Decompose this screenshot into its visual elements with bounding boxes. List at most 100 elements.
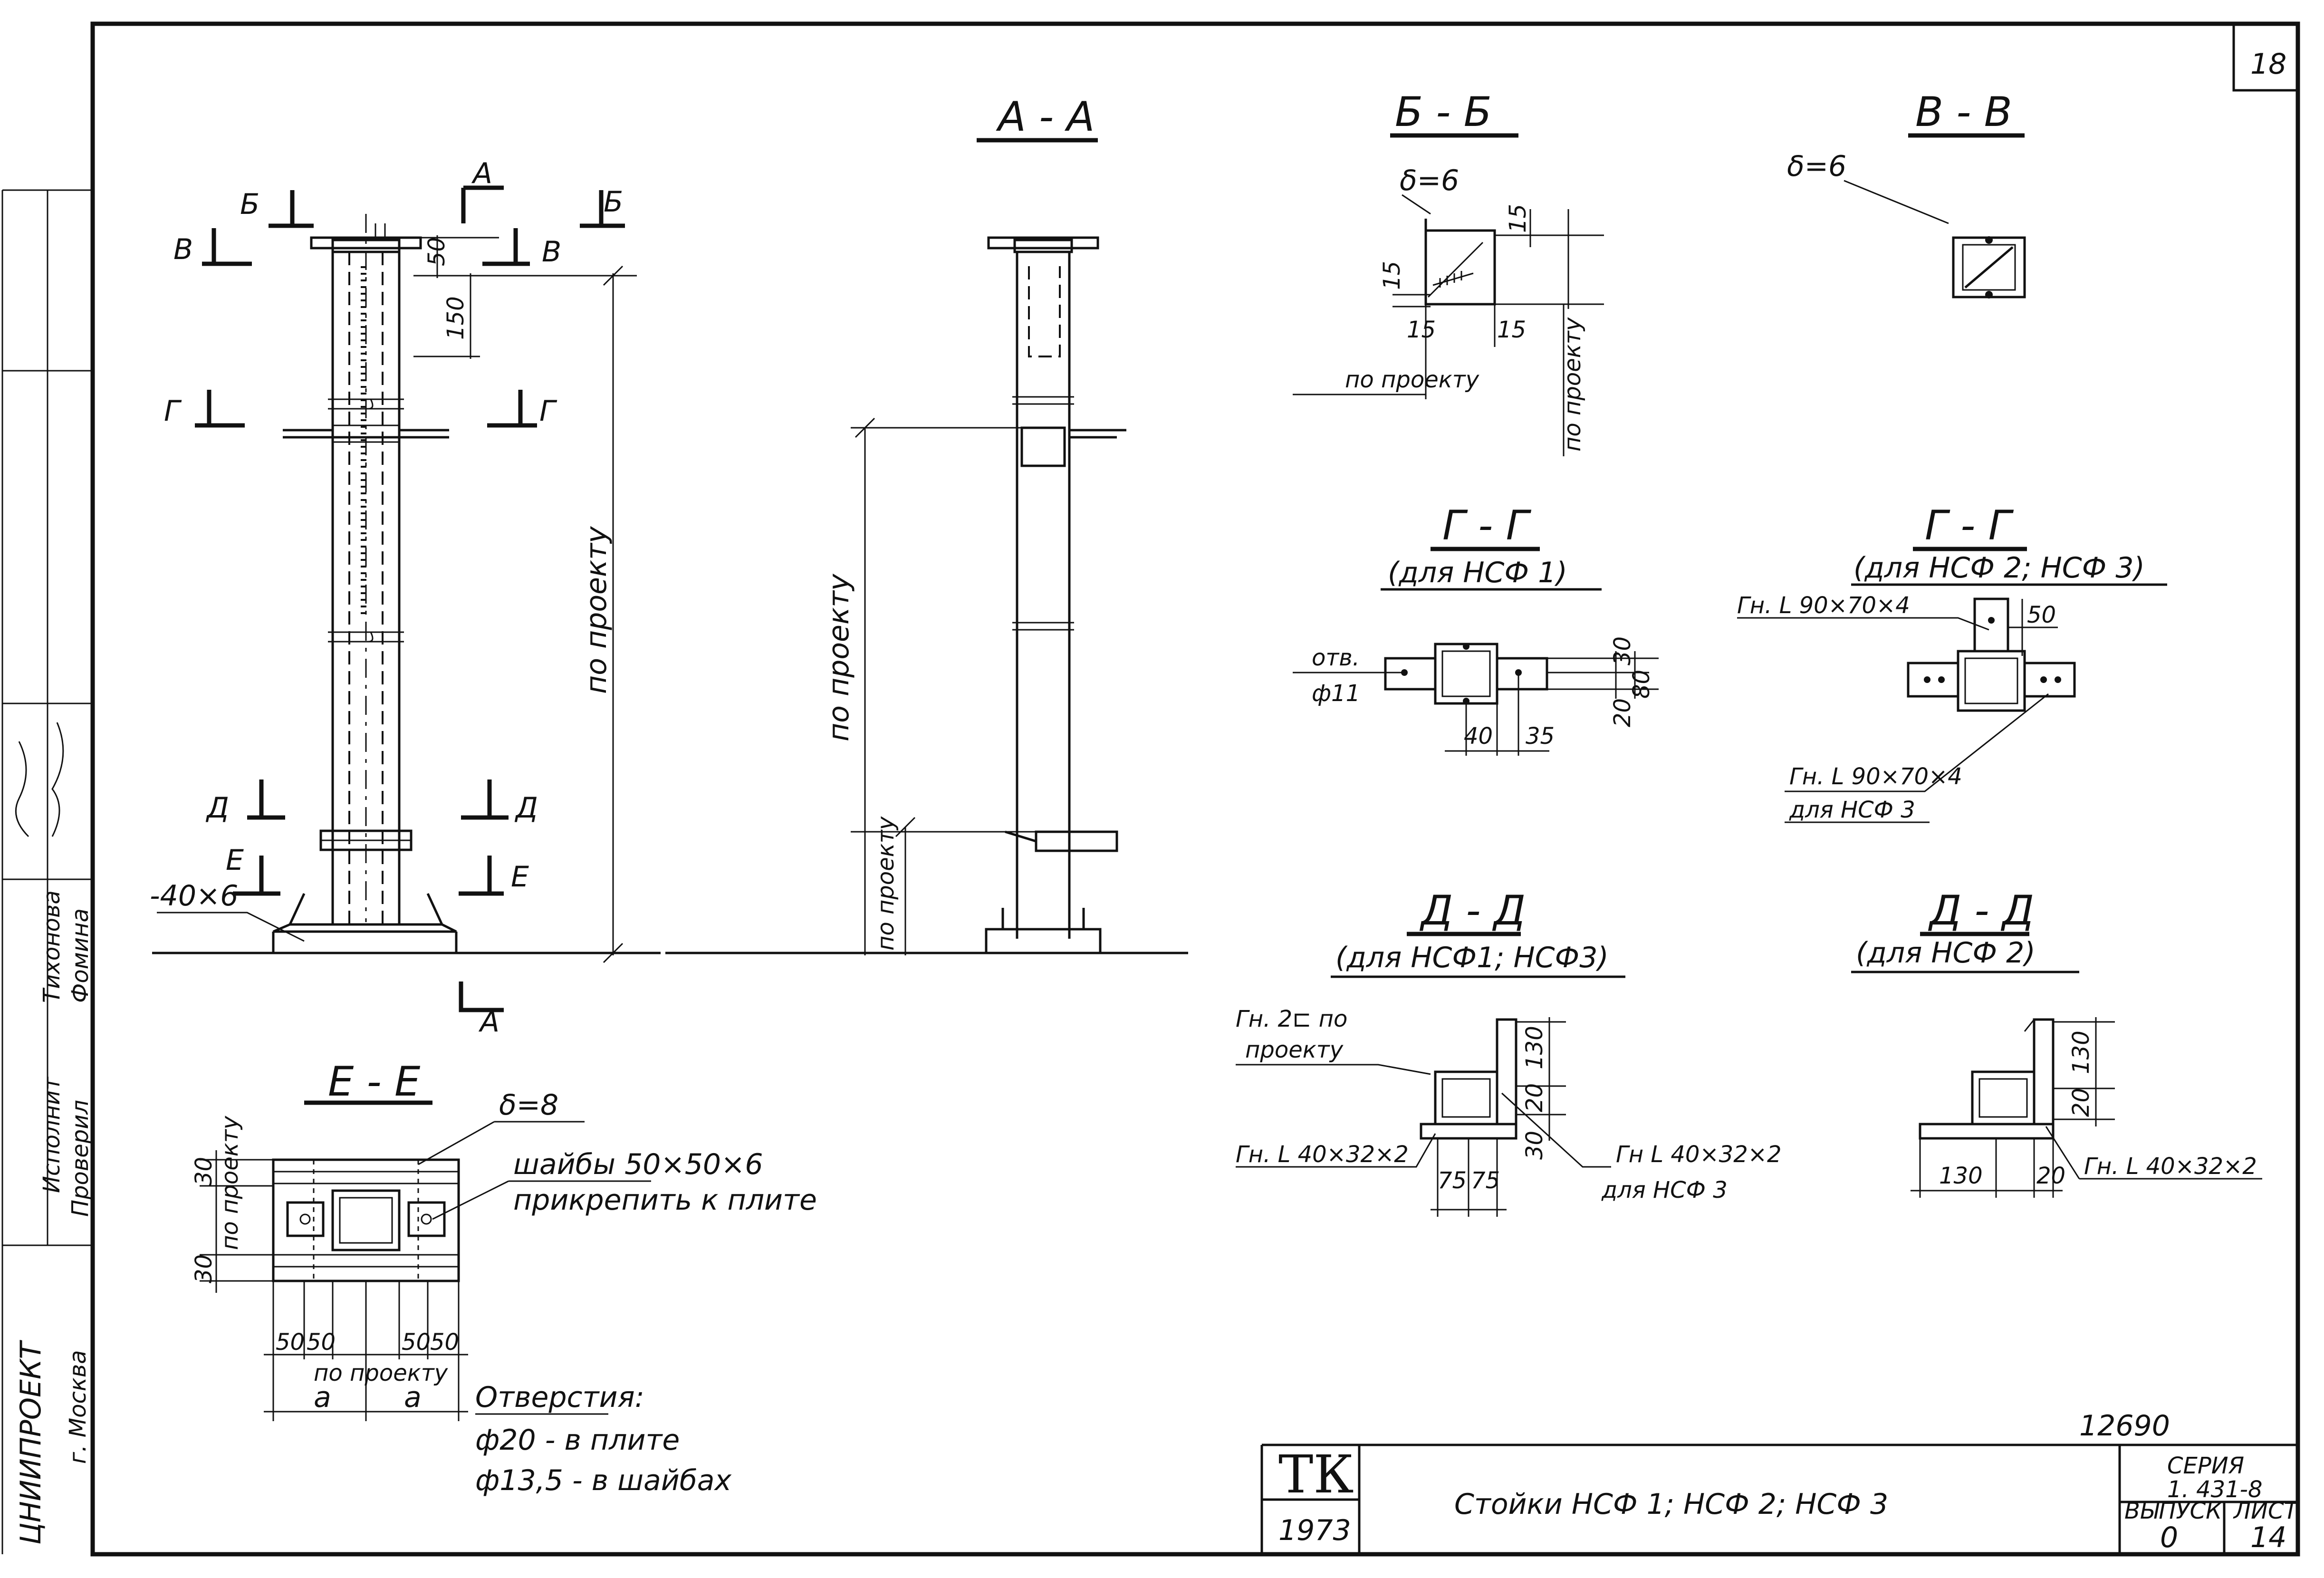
drawing-title: Стойки НСФ 1; НСФ 2; НСФ 3 [1454,1488,1888,1521]
dim-project-elev: по проекту [580,526,613,694]
stamp-name-1: Тихонова [38,890,65,1003]
stamp-org: ЦНИИПРОЕКТ [14,1340,48,1545]
gg23-angle-top: Гн. L 90×70×4 [1737,592,1910,619]
stamp-city: г. Москва [65,1350,91,1464]
section-gg23-subtitle: (для НСФ 2; НСФ 3) [1853,551,2145,585]
cut-mark-D-left: Д [205,791,229,825]
cut-mark-E-left: Е [226,844,244,877]
cut-mark-V-right: В [542,235,561,269]
section-gg-nsf1: Г - Г (для НСФ 1) отв. ф11 30 80 20 40 3… [1293,502,1659,756]
issue-label: ВЫПУСК [2124,1498,2223,1524]
issue-value: 0 [2160,1521,2178,1554]
gg1-dim-20: 20 [1609,698,1636,727]
dim-150: 150 [442,296,469,340]
section-vv: В - В δ=6 [1787,88,2026,298]
ee-holes-2: ф13,5 - в шайбах [475,1464,732,1497]
gg1-dim-30: 30 [1609,636,1636,665]
cut-mark-E-right: Е [511,860,529,894]
ee-dim-left-project: по проекту [217,1116,243,1250]
ee-washers: шайбы 50×50×6 [513,1148,763,1181]
section-vv-title: В - В [1915,88,2012,136]
ee-dim-b-project: по проекту [314,1360,448,1386]
dd13-dim-75b: 75 [1471,1167,1500,1194]
bb-dim-3: 15 [1407,317,1436,343]
dd13-dim-20: 20 [1521,1083,1548,1112]
section-dd-nsf2: Д - Д (для НСФ 2) 130 20 130 20 Гн. L 40… [1851,887,2262,1198]
dd2-dim-20h: 20 [2036,1163,2065,1189]
gg1-hole-2: ф11 [1312,680,1360,707]
series-label: СЕРИЯ [2167,1453,2244,1479]
sheet-number: 18 [2250,48,2286,81]
section-bb-title: Б - Б [1395,88,1492,136]
dim-50: 50 [423,237,450,266]
dd13-angle-right-note: для НСФ 3 [1601,1177,1728,1203]
cut-mark-G-right: Г [539,394,557,428]
bb-dim-project-2: по проекту [1559,317,1586,452]
tk-label: ТК [1278,1444,1354,1505]
stamp-role-1: Исполнит [38,1076,65,1193]
section-gg1-subtitle: (для НСФ 1) [1388,556,1567,589]
ee-a1: a [314,1381,331,1414]
dd2-dim-130h: 130 [1939,1163,1983,1189]
side-stamp: Исполнит Проверил Тихонова Фомина ЦНИИПР… [1,189,94,1554]
ee-dim-left-30b: 30 [191,1254,217,1283]
bb-delta: δ=6 [1400,164,1459,197]
cut-mark-V-left: В [173,233,193,266]
stamp-name-2: Фомина [67,908,94,1003]
gg23-angle-bottom: Гн. L 90×70×4 [1789,763,1962,790]
aa-dim-project-2: по проекту [873,816,899,951]
plate-label: -40×6 [150,879,238,913]
section-ee-title: Е - Е [328,1058,421,1106]
dd2-angle: Гн. L 40×32×2 [2084,1153,2257,1180]
cut-mark-A-top: А [471,157,492,190]
bb-dim-project-1a: по проекту [1345,366,1479,393]
section-gg-nsf23: Г - Г (для НСФ 2; НСФ 3) Гн. L 90×70×4 5… [1737,502,2167,823]
title-block: 12690 ТК 1973 Стойки НСФ 1; НСФ 2; НСФ 3… [1260,1409,2300,1554]
section-ee: Е - Е δ=8 шайбы 50×50×6 прикрепить к пли… [191,1058,817,1497]
series-value: 1. 431-8 [2167,1476,2263,1503]
gg1-dim-80: 80 [1628,670,1655,699]
section-aa-title: А - А [996,93,1095,141]
ee-holes-1: ф20 - в плите [475,1424,680,1457]
vv-delta: δ=6 [1787,150,1846,183]
ee-dim-b-50c: 50 [402,1329,431,1356]
cut-mark-B-right: Б [604,185,623,219]
ee-a2: a [404,1381,422,1414]
dd13-angle-left: Гн. L 40×32×2 [1236,1141,1409,1168]
gg1-dim-35: 35 [1526,723,1555,750]
gg23-dim-50: 50 [2027,602,2056,628]
gg1-dim-40: 40 [1464,723,1493,750]
cut-mark-B-left: Б [240,188,259,221]
section-dd2-title: Д - Д [1928,887,2034,934]
section-aa: А - А по проекту по проекту [665,93,1188,955]
section-dd-nsf13: Д - Д (для НСФ1; НСФ3) Гн. 2⊏ по проекту… [1236,887,1782,1217]
tk-year: 1973 [1278,1514,1351,1547]
drawing-number: 12690 [2079,1409,2170,1443]
stamp-role-2: Проверил [67,1100,94,1217]
ee-delta: δ=8 [499,1088,558,1122]
ee-dim-b-50d: 50 [430,1329,459,1356]
gg1-hole-1: отв. [1312,645,1360,671]
dd2-dim-20v: 20 [2068,1088,2094,1117]
dd13-channel-2: проекту [1245,1037,1344,1063]
bb-dim-2: 15 [1379,261,1405,290]
dd2-dim-130v: 130 [2068,1030,2094,1074]
dd13-angle-right: Гн L 40×32×2 [1616,1141,1782,1168]
sheet-frame: 18 [90,21,2300,1557]
ee-dim-left-30a: 30 [191,1157,217,1186]
section-dd13-title: Д - Д [1419,887,1526,934]
bb-dim-4: 15 [1497,317,1526,343]
section-dd2-subtitle: (для НСФ 2) [1856,936,2036,970]
gg23-angle-note: для НСФ 3 [1789,797,1915,823]
aa-dim-project-1: по проекту [822,573,855,741]
sheet-value: 14 [2250,1521,2286,1554]
cut-mark-D-right: Д [514,791,538,825]
section-gg23-title: Г - Г [1925,502,2014,549]
dd13-dim-30: 30 [1521,1131,1548,1160]
column-elevation: Б В А Б В Г Г Д Д Е Е А -40×6 50 150 по … [150,157,661,1039]
dd13-dim-130: 130 [1521,1026,1548,1069]
ee-dim-b-50b: 50 [307,1329,336,1356]
dd13-channel-1: Гн. 2⊏ по [1236,1006,1347,1032]
section-dd13-subtitle: (для НСФ1; НСФ3) [1335,941,1609,974]
